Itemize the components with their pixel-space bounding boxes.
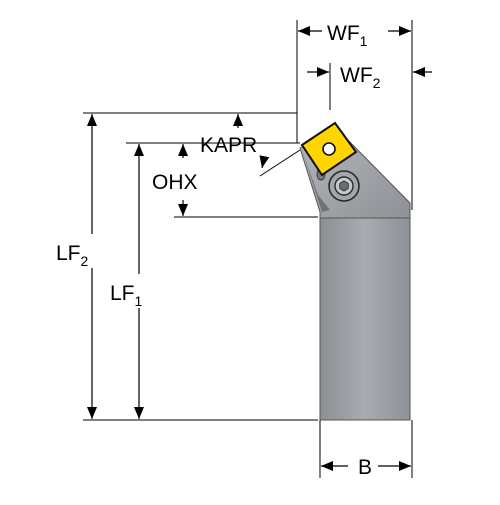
clamp-screw-icon (328, 170, 360, 202)
label-wf2: WF2 (340, 64, 381, 91)
dimension-labels: WF1 WF2 KAPR OHX LF2 LF1 B (52, 20, 388, 480)
label-lf1: LF1 (110, 282, 143, 309)
dim-kapr-arrow-bottom (259, 155, 270, 169)
tool-holder (299, 121, 411, 421)
cutting-insert-icon (300, 121, 358, 177)
label-lf2: LF2 (56, 242, 89, 269)
extension-lines (83, 20, 413, 478)
label-b: B (358, 456, 372, 479)
label-ohx: OHX (152, 171, 198, 194)
label-kapr: KAPR (200, 134, 257, 157)
label-wf1: WF1 (327, 22, 368, 49)
shank (319, 206, 411, 421)
